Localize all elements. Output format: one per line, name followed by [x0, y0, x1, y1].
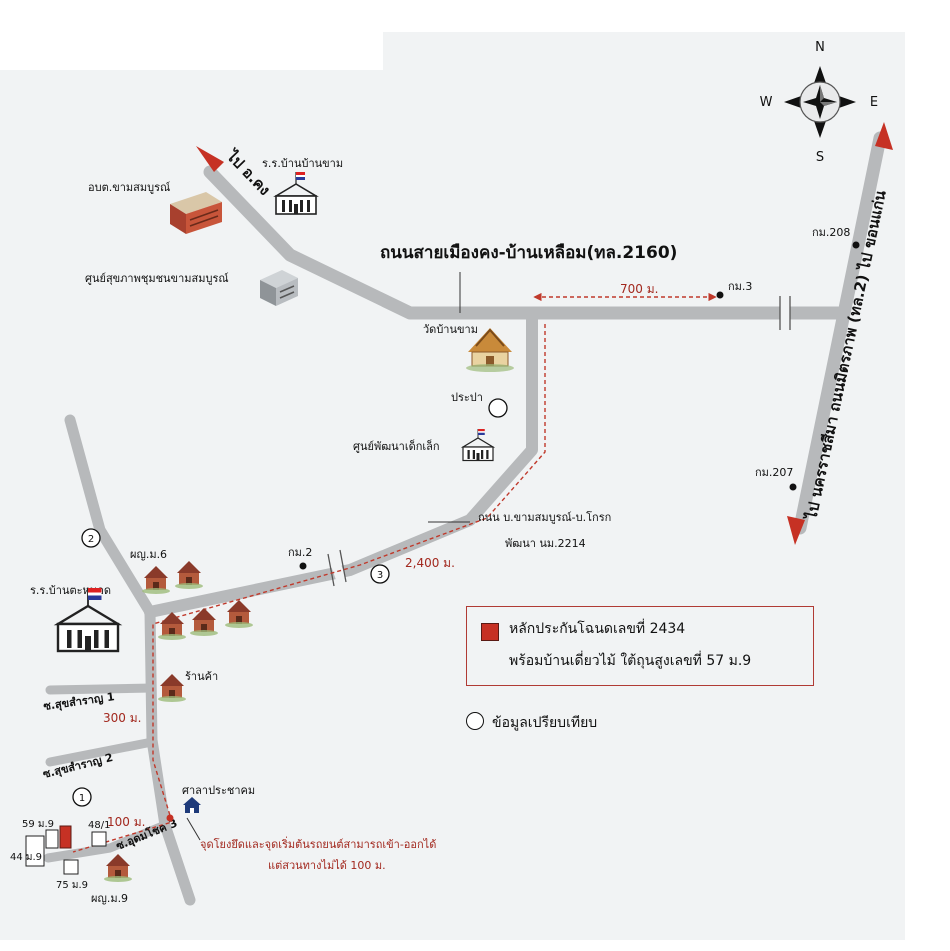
plot-44-label: 44 ม.9 — [10, 852, 42, 863]
compass-s: S — [816, 150, 824, 165]
map-paper — [0, 32, 905, 940]
road-breaks — [327, 296, 791, 587]
legend-comparable-label: ข้อมูลเปรียบเทียบ — [492, 715, 598, 731]
temple-label: วัดบ้านขาม — [423, 323, 478, 336]
waterworks-marker — [488, 398, 508, 418]
legend-comparable-circle — [466, 712, 484, 730]
km208-label: กม.208 — [812, 226, 850, 239]
plot-59 — [45, 829, 59, 849]
legend-subject-swatch — [481, 623, 499, 641]
plot-59-label: 59 ม.9 — [22, 819, 54, 830]
comparable-2-marker — [81, 528, 101, 548]
road-direction-arrows — [196, 122, 893, 545]
km3-label: กม.3 — [728, 280, 752, 293]
temple-icon — [466, 328, 514, 372]
legend-box: หลักประกันโฉนดเลขที่ 2434 พร้อมบ้านเดี่ย… — [466, 606, 814, 686]
secondary-road — [144, 310, 538, 618]
secondary-road-label-2: พัฒนา นม.2214 — [505, 537, 586, 550]
child-center-label: ศูนย์พัฒนาเด็กเล็ก — [353, 439, 440, 453]
km207-label: กม.207 — [755, 466, 793, 479]
health-center-icon — [260, 270, 298, 306]
subject-plot — [59, 825, 72, 849]
shop-label: ร้านค้า — [185, 670, 218, 683]
obt-building-icon — [170, 192, 222, 234]
distance-700-label: 700 ม. — [620, 282, 658, 296]
legend-line-1: หลักประกันโฉนดเลขที่ 2434 — [509, 621, 686, 637]
km208-marker — [852, 241, 860, 249]
compass-rose — [784, 66, 856, 138]
plot-75-label: 75 ม.9 — [56, 880, 88, 891]
mittraphap-highway — [793, 131, 887, 535]
main-road — [203, 165, 845, 320]
distance-300-label: 300 ม. — [103, 711, 141, 725]
main-road-label: ถนนสายเมืองคง-บ้านเหลือม(ทล.2160) — [380, 242, 677, 263]
route-dashed — [72, 292, 717, 853]
leader-lines — [186, 272, 470, 841]
subject-plots — [25, 825, 107, 875]
plot-48-label: 48/1 — [88, 820, 110, 831]
km3-marker — [716, 291, 724, 299]
soi-udomchok-3 — [43, 820, 170, 863]
arrow-to-nakhon-ratchasima — [787, 516, 805, 545]
comparable-3-marker — [370, 564, 390, 584]
compass-e: E — [870, 95, 878, 110]
compass-n: N — [815, 40, 825, 55]
plot-48-1 — [91, 831, 107, 847]
road-network — [43, 131, 887, 906]
village-head-6-label: ผญ.ม.6 — [130, 548, 167, 561]
arrow-to-khong — [196, 146, 224, 172]
junction-note-2: แต่สวนทางไม่ได้ 100 ม. — [268, 859, 386, 872]
km207-marker — [789, 483, 797, 491]
village-hall-icon — [183, 797, 201, 813]
health-center-label: ศูนย์สุขภาพชุมชนขามสมบูรณ์ — [85, 272, 229, 285]
school-ban-kham-label: ร.ร.บ้านบ้านขาม — [262, 157, 343, 170]
km2-marker — [299, 562, 307, 570]
soi-sukhsamran-1 — [45, 683, 157, 695]
route-to-subject — [72, 324, 546, 853]
compass-w: W — [760, 95, 773, 110]
comparable-1-marker — [72, 787, 92, 807]
plot-75 — [63, 859, 79, 875]
junction-note-1: จุดโยงยึดและจุดเริ่มต้นรถยนต์สามารถเข้า-… — [200, 836, 436, 851]
plot-44 — [25, 835, 45, 867]
waterworks-label: ประปา — [451, 391, 483, 404]
junction-point — [166, 814, 174, 822]
soi-sukhsamran-2 — [45, 737, 157, 767]
comparable-1-number: 1 — [79, 793, 85, 804]
arrow-to-khon-kaen — [875, 122, 893, 150]
village-hall-label: ศาลาประชาคม — [182, 784, 255, 797]
distance-100-label: 100 ม. — [107, 815, 145, 829]
secondary-road-label-1: ถนน บ.ขามสมบูรณ์-บ.โกรก — [478, 510, 611, 524]
comparable-2-number: 2 — [88, 534, 94, 545]
obt-label: อบต.ขามสมบูรณ์ — [88, 181, 170, 194]
village-head-9-label: ผญ.ม.9 — [91, 892, 128, 905]
village-road — [64, 414, 196, 906]
distance-2400-label: 2,400 ม. — [405, 556, 455, 570]
legend-line-2: พร้อมบ้านเดี่ยวไม้ ใต้ถุนสูงเลขที่ 57 ม.… — [509, 653, 752, 669]
km2-label: กม.2 — [288, 546, 312, 559]
comparable-3-number: 3 — [377, 570, 383, 581]
